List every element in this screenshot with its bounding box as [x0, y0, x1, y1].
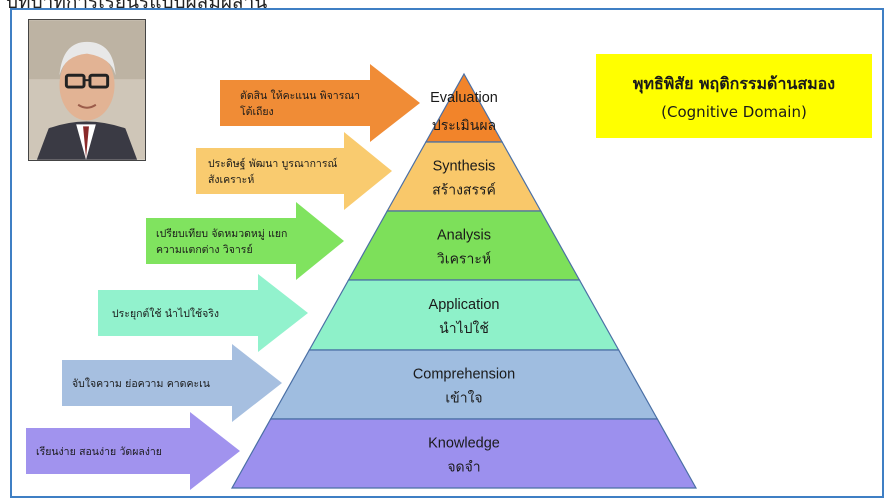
verb-arrow-text-1-2: โต้เถียง	[240, 105, 274, 118]
pyramid-thai-label-comprehension: เข้าใจ	[445, 390, 482, 406]
pyramid-level-analysis	[347, 210, 581, 281]
pyramid-thai-label-analysis: วิเคราะห์	[437, 251, 491, 267]
pyramid-level-synthesis	[386, 141, 542, 212]
verb-arrow-text-4-1: ประยุกต์ใช้ นำไปใช้จริง	[112, 307, 219, 320]
portrait-photo	[28, 19, 146, 161]
domain-title-thai: พุทธิพิสัย พฤติกรรมด้านสมอง	[632, 73, 836, 93]
verb-arrow-5	[62, 344, 282, 422]
pyramid-label-comprehension: Comprehension	[413, 367, 515, 383]
pyramid-thai-label-application: นำไปใช้	[439, 320, 489, 336]
verb-arrow-4	[98, 274, 308, 352]
verb-arrow-1	[220, 64, 420, 142]
bloom-diagram: ตัดสิน ให้คะแนน พิจารณาโต้เถียงประดิษฐ์ …	[26, 64, 698, 490]
verb-arrow-text-2-1: ประดิษฐ์ พัฒนา บูรณาการณ์	[208, 157, 337, 170]
verb-arrow-6	[26, 412, 240, 490]
verb-arrows: ตัดสิน ให้คะแนน พิจารณาโต้เถียงประดิษฐ์ …	[26, 64, 420, 490]
verb-arrow-text-3-1: เปรียบเทียบ จัดหมวดหมู่ แยก	[156, 227, 287, 240]
top-heading-strip: บทบาทการเรียนรู้แบบผสมผสาน	[0, 0, 888, 8]
domain-title-english: (Cognitive Domain)	[661, 102, 807, 121]
pyramid-thai-label-knowledge: จดจำ	[447, 459, 480, 475]
pyramid-label-evaluation: Evaluation	[430, 90, 498, 106]
verb-arrow-2	[196, 132, 392, 210]
pyramid-thai-label-synthesis: สร้างสรรค์	[432, 182, 496, 198]
pyramid-label-application: Application	[429, 297, 500, 313]
pyramid-label-knowledge: Knowledge	[428, 436, 500, 452]
verb-arrow-3	[146, 202, 344, 280]
pyramid-label-synthesis: Synthesis	[433, 159, 496, 175]
slide-frame: พุทธิพิสัย พฤติกรรมด้านสมอง (Cognitive D…	[10, 8, 884, 498]
bloom-pyramid: Evaluation ประเมินผล Synthesis สร้างสรรค์ An…	[230, 72, 698, 489]
pyramid-level-knowledge	[230, 418, 698, 489]
verb-arrow-text-5-1: จับใจความ ย่อความ คาดคะเน	[72, 377, 210, 390]
pyramid-level-application	[308, 279, 620, 351]
pyramid-label-analysis: Analysis	[437, 228, 491, 244]
portrait-image	[29, 20, 145, 160]
verb-arrow-text-1-1: ตัดสิน ให้คะแนน พิจารณา	[240, 89, 360, 102]
verb-arrow-text-2-2: สังเคราะห์	[208, 173, 254, 186]
domain-title-box: พุทธิพิสัย พฤติกรรมด้านสมอง (Cognitive D…	[596, 54, 872, 138]
partial-heading-text: บทบาทการเรียนรู้แบบผสมผสาน	[6, 0, 267, 8]
verb-arrow-text-3-2: ความแตกต่าง วิจารย์	[156, 243, 253, 256]
verb-arrow-text-6-1: เรียนง่าย สอนง่าย วัดผลง่าย	[36, 445, 162, 458]
pyramid-level-comprehension	[269, 349, 659, 420]
pyramid-thai-label-evaluation: ประเมินผล	[432, 117, 496, 133]
